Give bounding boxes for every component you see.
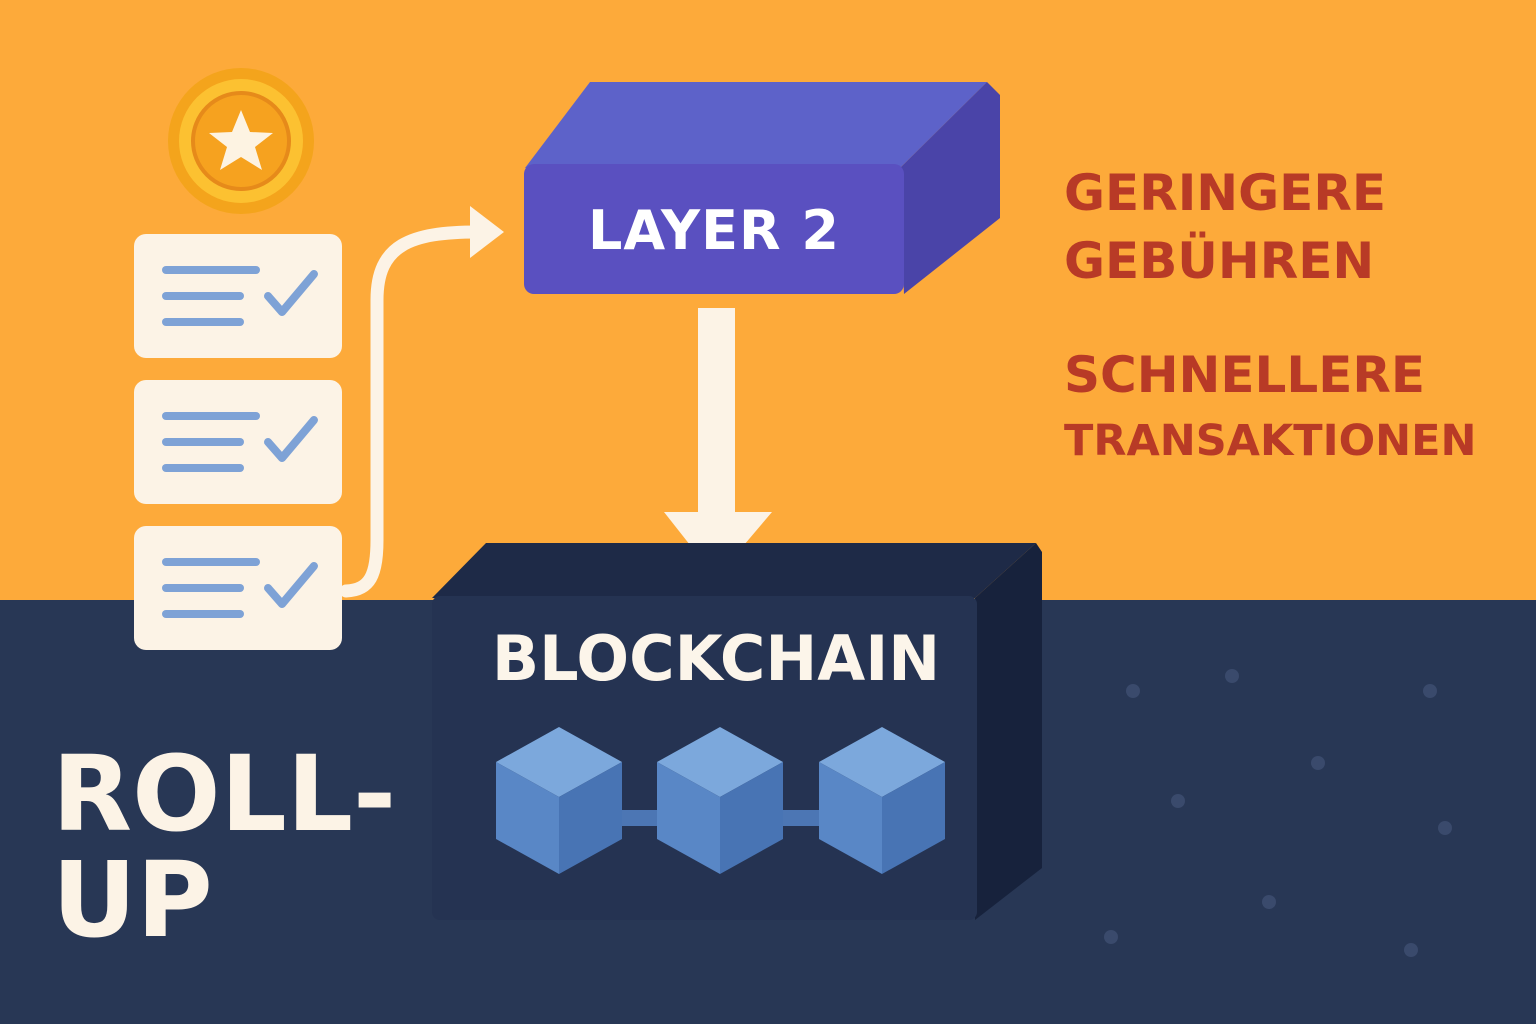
- benefit-fees-line1: GERINGERE: [1064, 164, 1386, 222]
- layer2-label: LAYER 2: [588, 199, 840, 262]
- arrow-up-right-icon: [339, 206, 504, 598]
- star-coin-icon: [168, 68, 314, 214]
- transaction-check-icon: [264, 562, 318, 608]
- cube-icon: [819, 727, 945, 874]
- transaction-card-3: [134, 526, 342, 650]
- chain-links: [618, 810, 826, 826]
- rollup-title-line1: ROLL-: [52, 733, 397, 855]
- benefit-speed-line1: SCHNELLERE: [1064, 346, 1426, 404]
- layer2-block: [524, 82, 1000, 294]
- transaction-check-icon: [264, 416, 318, 462]
- transaction-card-1: [134, 234, 342, 358]
- arrow-down-icon: [664, 308, 772, 578]
- cube-icon: [657, 727, 783, 874]
- benefit-speed-line2: TRANSAKTIONEN: [1064, 416, 1477, 466]
- transaction-check-icon: [264, 270, 318, 316]
- decorative-dots: [1104, 669, 1452, 957]
- blockchain-label: BLOCKCHAIN: [491, 622, 941, 695]
- rollup-title-line2: UP: [52, 839, 213, 961]
- benefit-fees-line2: GEBÜHREN: [1064, 232, 1375, 290]
- cube-icon: [496, 727, 622, 874]
- transaction-card-2: [134, 380, 342, 504]
